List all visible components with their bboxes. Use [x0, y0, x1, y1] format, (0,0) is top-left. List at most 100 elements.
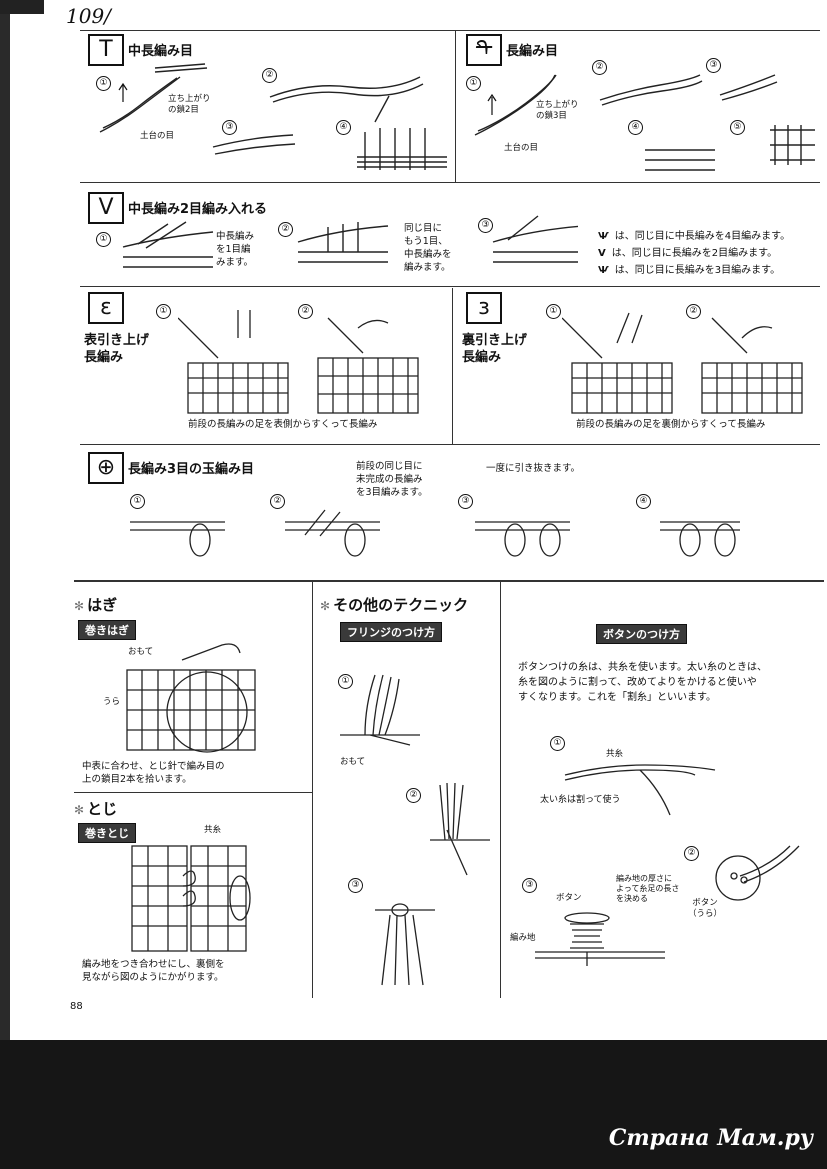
step-number: ④ — [628, 120, 643, 135]
front-post-symbol-icon: ɛ — [88, 292, 124, 324]
scan-background: Страна Мам.ру — [0, 1040, 827, 1169]
section-title: 長編み目 — [506, 44, 559, 59]
split-yarn-illustration — [564, 764, 716, 816]
section-heading: ✻その他のテクニック — [320, 596, 469, 614]
whipstitch-seam-illustration — [126, 643, 256, 753]
step-number: ② — [270, 494, 285, 509]
stitch-symbol-icon: Ѱ — [598, 231, 609, 242]
step-number: ② — [406, 788, 421, 803]
step-number: ⑤ — [730, 120, 745, 135]
label: 共糸 — [606, 749, 624, 759]
front-post-illustration — [178, 310, 419, 414]
section-heading: ✻とじ — [74, 800, 118, 818]
legend-item: Ѱ は、同じ目に中長編みを4目編みます。 — [598, 228, 790, 245]
button-shank-illustration — [535, 912, 665, 966]
annotation: 立ち上がり の鎖3目 — [536, 100, 579, 121]
label: おもて — [340, 757, 366, 767]
step-number: ① — [156, 304, 171, 319]
step-number: ② — [684, 846, 699, 861]
step-number: ② — [592, 60, 607, 75]
step-number: ③ — [222, 120, 237, 135]
technique-tag: フリンジのつけ方 — [340, 622, 442, 642]
step-number: ① — [96, 76, 111, 91]
fringe-illustration — [340, 674, 490, 986]
scan-edge — [0, 0, 10, 1169]
step-number: ③ — [348, 878, 363, 893]
legend-text: は、同じ目に長編みを3目編みます。 — [614, 265, 781, 276]
divider — [312, 582, 313, 998]
legend-item: Ѱ は、同じ目に長編みを3目編みます。 — [598, 262, 790, 279]
step-number: ① — [546, 304, 561, 319]
divider — [80, 182, 820, 183]
section-title: 中長編み2目編み入れる — [128, 202, 268, 217]
annotation: 土台の目 — [140, 131, 175, 141]
step-number: ① — [96, 232, 111, 247]
bobble-symbol-icon: ⊕ — [88, 452, 124, 484]
section-heading-text: はぎ — [87, 596, 118, 614]
legend-item: V は、同じ目に長編みを2目編みます。 — [598, 245, 790, 262]
section-heading-text: とじ — [87, 800, 118, 818]
annotation: 前段の同じ目に 未完成の長編み を3目編みます。 — [356, 461, 428, 498]
annotation: 中長編み を1目編 みます。 — [216, 231, 255, 268]
stitch-symbol-icon: V — [598, 248, 606, 259]
hdc-illustration — [99, 63, 447, 170]
whipstitch-join-illustration — [131, 845, 251, 952]
legend: Ѱ は、同じ目に中長編みを4目編みます。 V は、同じ目に長編みを2目編みます。 Ѱ… — [598, 228, 790, 279]
watermark: Страна Мам.ру — [608, 1125, 813, 1151]
increase-illustration — [122, 215, 578, 268]
annotation: 一度に引き抜きます。 — [486, 463, 581, 474]
handwritten-number: 109/ — [66, 4, 111, 28]
divider — [455, 30, 456, 182]
annotation: 同じ目に もう1目、 中長編みを 編みます。 — [404, 223, 452, 273]
caption: 前段の長編みの足を表側からすくって長編み — [188, 419, 378, 430]
label: 編み地 — [510, 933, 536, 943]
dc-symbol-icon: ᡨ — [466, 34, 502, 66]
divider — [80, 30, 820, 31]
caption: 中表に合わせ、とじ針で編み目の 上の鎖目2本を拾います。 — [82, 761, 225, 785]
section-title: 裏引き上げ 長編み — [462, 333, 528, 365]
step-number: ③ — [522, 878, 537, 893]
intro-text: ボタンつけの糸は、共糸を使います。太い糸のときは、 糸を図のように割って、改めて… — [518, 662, 767, 703]
label: 編み地の厚さに よって糸足の長さ を決める — [616, 874, 680, 903]
scan-corner — [0, 0, 44, 14]
step-number: ① — [338, 674, 353, 689]
step-number: ① — [466, 76, 481, 91]
divider — [74, 792, 312, 793]
step-number: ② — [298, 304, 313, 319]
annotation: 立ち上がり の鎖2目 — [168, 94, 211, 115]
step-number: ④ — [636, 494, 651, 509]
step-number: ③ — [458, 494, 473, 509]
divider — [80, 286, 820, 287]
step-number: ② — [686, 304, 701, 319]
technique-tag: ボタンのつけ方 — [596, 624, 687, 644]
section-title: 中長編み目 — [128, 44, 194, 59]
section-heading-text: その他のテクニック — [333, 596, 469, 614]
hdc-increase-symbol-icon: V — [88, 192, 124, 224]
dc-illustration — [474, 74, 815, 171]
label: ボタン — [556, 893, 582, 903]
step-number: ④ — [336, 120, 351, 135]
step-number: ③ — [706, 58, 721, 73]
bobble-illustration — [130, 509, 740, 557]
label: ボタン （うら） — [688, 898, 723, 919]
step-number: ② — [278, 222, 293, 237]
back-post-symbol-icon: ɜ — [466, 292, 502, 324]
technique-tag: 巻きはぎ — [78, 620, 136, 640]
legend-text: は、同じ目に長編みを2目編みます。 — [611, 248, 778, 259]
button-back-illustration — [715, 845, 800, 901]
label: 共糸 — [204, 825, 222, 835]
section-title: 長編み3目の玉編み目 — [128, 462, 255, 477]
legend-text: は、同じ目に中長編みを4目編みます。 — [614, 231, 791, 242]
step-number: ① — [550, 736, 565, 751]
annotation: 土台の目 — [504, 143, 539, 153]
page-number: 88 — [70, 1001, 83, 1012]
label: 太い糸は割って使う — [540, 795, 621, 805]
technique-tag: 巻きとじ — [78, 823, 136, 843]
stitch-symbol-icon: Ѱ — [598, 265, 609, 276]
section-title: 表引き上げ 長編み — [84, 333, 150, 365]
step-number: ③ — [478, 218, 493, 233]
hdc-symbol-icon: T — [88, 34, 124, 66]
divider — [74, 580, 824, 582]
step-number: ② — [262, 68, 277, 83]
